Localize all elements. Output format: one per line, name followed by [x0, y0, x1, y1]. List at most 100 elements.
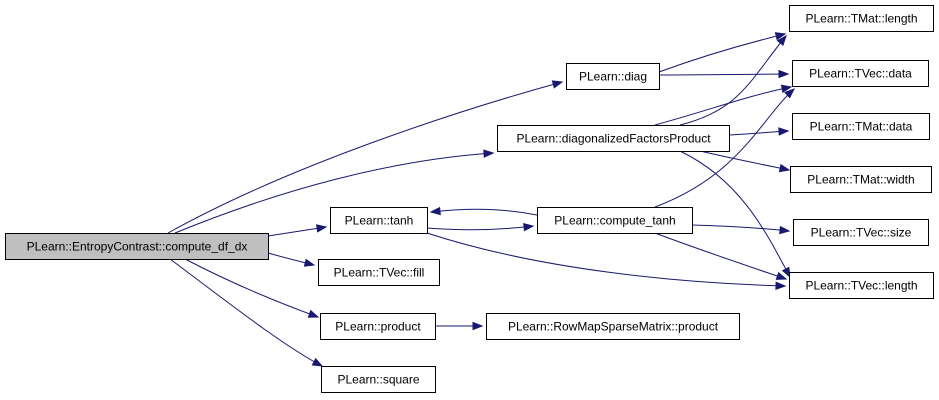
node-label: PLearn::TVec::size — [811, 226, 912, 240]
edge-ctanh-to-tanh — [429, 206, 538, 216]
arrowhead — [779, 225, 791, 235]
arrowhead — [781, 266, 791, 279]
edge-line — [679, 150, 791, 278]
arrowhead — [307, 309, 320, 318]
arrowhead — [778, 69, 790, 79]
edge-line — [654, 88, 795, 208]
node-rmsp[interactable]: PLearn::RowMapSparseMatrix::product — [486, 313, 740, 340]
arrowhead — [303, 258, 316, 267]
node-label: PLearn::TVec::length — [805, 279, 917, 293]
node-label: PLearn::diagonalizedFactorsProduct — [516, 132, 711, 146]
edge-root-to-dfp — [174, 149, 495, 234]
arrowhead — [778, 127, 790, 136]
edge-dfp-to-tmwidth — [699, 150, 791, 173]
edges-layer — [167, 32, 796, 367]
edge-root-to-square — [169, 258, 324, 367]
edge-line — [691, 224, 790, 232]
node-label: PLearn::TVec::data — [809, 67, 912, 81]
edge-line — [184, 258, 319, 318]
node-tmlen[interactable]: PLearn::TMat::length — [789, 5, 934, 32]
node-label: PLearn::RowMapSparseMatrix::product — [508, 320, 719, 334]
node-box — [486, 313, 740, 340]
arrowhead — [523, 222, 535, 232]
edge-line — [167, 81, 563, 234]
node-box — [789, 5, 934, 32]
arrowhead — [315, 224, 328, 233]
node-diag[interactable]: PLearn::diag — [566, 63, 660, 90]
arrowhead — [784, 88, 796, 99]
arrowhead — [780, 84, 793, 93]
edge-ctanh-to-tvdata — [654, 88, 796, 208]
node-tvsize[interactable]: PLearn::TVec::size — [793, 219, 929, 246]
node-box — [320, 313, 436, 340]
arrowhead — [774, 32, 787, 41]
node-box — [330, 207, 428, 234]
nodes-layer: PLearn::EntropyContrast::compute_df_dxPL… — [5, 5, 934, 393]
arrowhead — [483, 149, 495, 158]
node-label: PLearn::EntropyContrast::compute_df_dx — [27, 240, 248, 254]
edge-root-to-tanh — [267, 224, 328, 237]
node-box — [793, 219, 929, 246]
edge-ctanh-to-tvsize — [691, 224, 791, 235]
arrowhead — [311, 357, 324, 367]
edge-line — [699, 150, 790, 171]
edge-line — [169, 258, 323, 367]
node-box — [792, 113, 930, 140]
node-label: PLearn::TMat::length — [805, 12, 917, 26]
node-ctanh[interactable]: PLearn::compute_tanh — [537, 207, 693, 234]
node-box — [789, 272, 934, 299]
edge-tanh-to-tvlen — [426, 232, 787, 290]
node-box — [497, 125, 730, 152]
arrowhead — [429, 206, 441, 216]
arrowhead — [775, 281, 787, 290]
node-tvdata[interactable]: PLearn::TVec::data — [792, 60, 929, 87]
edge-diag-to-tvdata — [658, 69, 790, 79]
node-box — [792, 60, 929, 87]
node-box — [537, 207, 693, 234]
node-box — [321, 366, 436, 393]
edge-dfp-to-tvdata — [654, 84, 793, 126]
node-label: PLearn::square — [337, 373, 419, 387]
edge-line — [426, 225, 534, 231]
node-root[interactable]: PLearn::EntropyContrast::compute_df_dx — [5, 233, 269, 260]
edge-line — [426, 232, 786, 287]
arrowhead — [472, 321, 484, 331]
edge-root-to-diag — [167, 80, 564, 234]
edge-diag-to-tmlen — [658, 32, 787, 73]
edge-line — [658, 73, 789, 76]
node-box — [5, 233, 269, 260]
node-fill[interactable]: PLearn::TVec::fill — [318, 259, 440, 286]
node-product[interactable]: PLearn::product — [320, 313, 436, 340]
edge-line — [658, 33, 786, 73]
node-label: PLearn::TMat::width — [807, 173, 914, 187]
node-label: PLearn::diag — [579, 70, 647, 84]
node-tmwidth[interactable]: PLearn::TMat::width — [790, 166, 932, 193]
edge-tanh-to-ctanh — [426, 222, 535, 232]
node-tanh[interactable]: PLearn::tanh — [330, 207, 428, 234]
node-label: PLearn::tanh — [345, 214, 414, 228]
edge-root-to-fill — [267, 252, 316, 267]
node-label: PLearn::compute_tanh — [554, 214, 675, 228]
node-dfp[interactable]: PLearn::diagonalizedFactorsProduct — [497, 125, 730, 152]
edge-dfp-to-tmdata — [728, 127, 790, 136]
node-label: PLearn::TVec::fill — [334, 266, 425, 280]
edge-dfp-to-tvlen — [679, 150, 791, 279]
edge-root-to-product — [184, 258, 320, 318]
edge-line — [174, 152, 494, 234]
edge-line — [679, 35, 787, 126]
edge-ctanh-to-tvlen — [654, 232, 788, 280]
node-box — [566, 63, 660, 90]
arrowhead — [778, 163, 791, 173]
node-tvlen[interactable]: PLearn::TVec::length — [789, 272, 934, 299]
edge-line — [430, 208, 538, 216]
node-square[interactable]: PLearn::square — [321, 366, 436, 393]
edge-line — [654, 232, 787, 280]
node-tmdata[interactable]: PLearn::TMat::data — [792, 113, 930, 140]
node-box — [318, 259, 440, 286]
edge-dfp-to-tmlen — [679, 34, 787, 126]
node-box — [790, 166, 932, 193]
node-label: PLearn::TMat::data — [810, 120, 913, 134]
arrowhead — [551, 80, 564, 89]
arrowhead — [776, 34, 787, 47]
